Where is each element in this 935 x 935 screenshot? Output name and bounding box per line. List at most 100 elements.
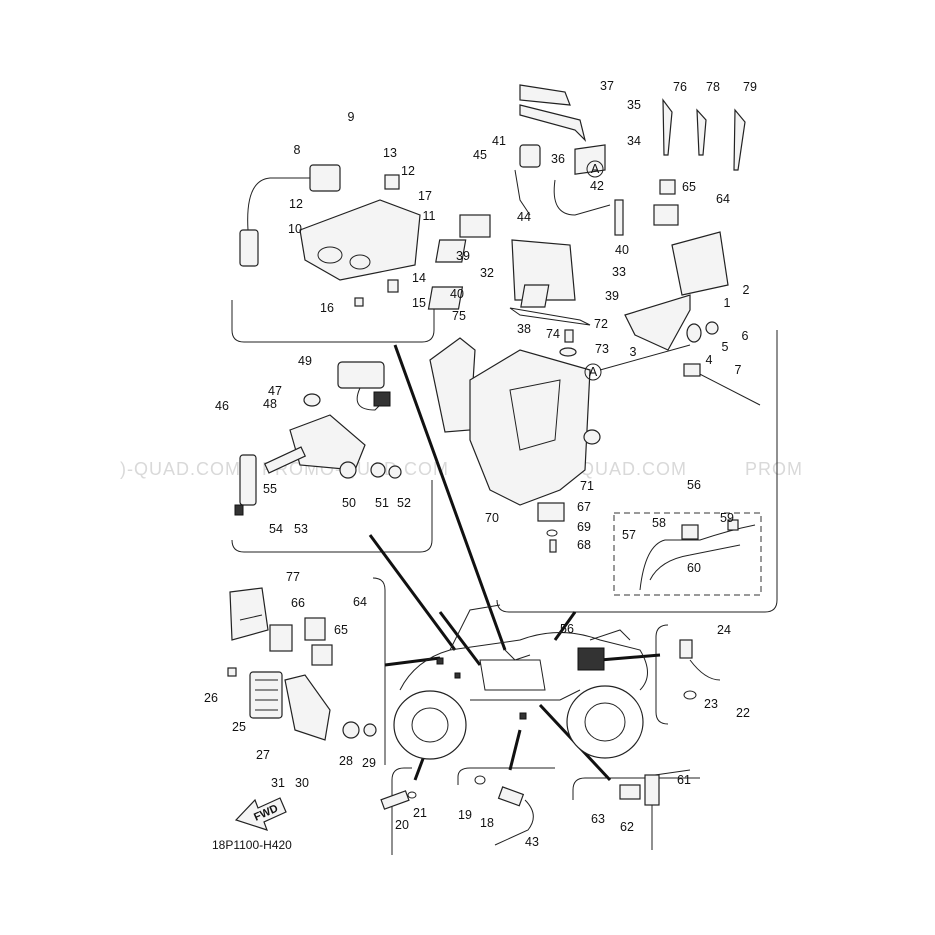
ref-circle-top bbox=[586, 160, 604, 178]
diagram-code: 18P1100-H420 bbox=[212, 838, 292, 852]
callout-74: 74 bbox=[546, 327, 560, 341]
callout-7: 7 bbox=[735, 363, 742, 377]
callout-50: 50 bbox=[342, 496, 356, 510]
fwd-arrow: FWD bbox=[234, 797, 287, 831]
callout-66: 66 bbox=[291, 596, 305, 610]
callout-67: 67 bbox=[577, 500, 591, 514]
callout-58: 58 bbox=[652, 516, 666, 530]
harness-box bbox=[613, 512, 762, 596]
callout-16: 16 bbox=[320, 301, 334, 315]
callout-64: 64 bbox=[353, 595, 367, 609]
callout-11: 11 bbox=[423, 209, 436, 223]
callout-6: 6 bbox=[742, 329, 749, 343]
callout-21: 21 bbox=[413, 806, 427, 820]
callout-35: 35 bbox=[627, 98, 641, 112]
ignition-coil-group bbox=[239, 164, 421, 307]
callout-40: 40 bbox=[615, 243, 629, 257]
callout-38: 38 bbox=[517, 322, 531, 336]
callout-30: 30 bbox=[295, 776, 309, 790]
callout-54: 54 bbox=[269, 522, 283, 536]
callout-45: 45 bbox=[473, 148, 487, 162]
callout-31: 31 bbox=[271, 776, 285, 790]
callout-23: 23 bbox=[704, 697, 718, 711]
bottom-sensors bbox=[380, 639, 721, 850]
callout-41: 41 bbox=[492, 134, 506, 148]
callout-22: 22 bbox=[736, 706, 750, 720]
callout-1: 1 bbox=[724, 296, 731, 310]
watermark-right: PROM bbox=[745, 459, 803, 479]
callout-5: 5 bbox=[722, 340, 729, 354]
watermark: )-QUAD.COM PROMO-QUAD.COM PROMO-QUAD.COM… bbox=[120, 459, 803, 479]
callout-61: 61 bbox=[677, 773, 691, 787]
callout-57: 57 bbox=[622, 528, 636, 542]
callout-62: 62 bbox=[620, 820, 634, 834]
callout-55: 55 bbox=[263, 482, 277, 496]
callout-51: 51 bbox=[375, 496, 389, 510]
callout-68: 68 bbox=[577, 538, 591, 552]
callout-71: 71 bbox=[580, 479, 594, 493]
callout-70: 70 bbox=[485, 511, 499, 525]
callout-18: 18 bbox=[480, 816, 494, 830]
callout-34: 34 bbox=[627, 134, 641, 148]
callout-33: 33 bbox=[612, 265, 626, 279]
callout-8: 8 bbox=[294, 143, 301, 157]
callout-63: 63 bbox=[591, 812, 605, 826]
callout-28: 28 bbox=[339, 754, 353, 768]
callout-56: 56 bbox=[687, 478, 701, 492]
callout-52: 52 bbox=[397, 496, 411, 510]
callout-17: 17 bbox=[418, 189, 432, 203]
callout-14: 14 bbox=[412, 271, 426, 285]
callout-72: 72 bbox=[594, 317, 608, 331]
callout-65: 65 bbox=[682, 180, 696, 194]
callout-75: 75 bbox=[452, 309, 466, 323]
callout-19: 19 bbox=[458, 808, 472, 822]
callout-26: 26 bbox=[204, 691, 218, 705]
callout-12: 12 bbox=[401, 164, 415, 178]
main-switch-group bbox=[234, 361, 402, 516]
atv-outline bbox=[393, 604, 648, 760]
callout-27: 27 bbox=[256, 748, 270, 762]
callout-37: 37 bbox=[600, 79, 614, 93]
watermark-left: )-QUAD.COM bbox=[120, 459, 241, 479]
callout-3: 3 bbox=[630, 345, 637, 359]
callout-76: 76 bbox=[673, 80, 687, 94]
callout-labels: 1234567891011121213141516171819202122232… bbox=[204, 79, 757, 849]
callout-40: 40 bbox=[450, 287, 464, 301]
callout-20: 20 bbox=[395, 818, 409, 832]
callout-29: 29 bbox=[362, 756, 376, 770]
callout-65: 65 bbox=[334, 623, 348, 637]
callout-10: 10 bbox=[288, 222, 302, 236]
callout-39: 39 bbox=[605, 289, 619, 303]
callout-9: 9 bbox=[348, 110, 355, 124]
callout-36: 36 bbox=[551, 152, 565, 166]
ref-mark-bottom: A bbox=[589, 365, 598, 379]
callout-4: 4 bbox=[706, 353, 713, 367]
ecu-group bbox=[624, 98, 761, 406]
callout-46: 46 bbox=[215, 399, 229, 413]
callout-49: 49 bbox=[298, 354, 312, 368]
callout-44: 44 bbox=[517, 210, 531, 224]
callout-78: 78 bbox=[706, 80, 720, 94]
callout-2: 2 bbox=[743, 283, 750, 297]
callout-24: 24 bbox=[717, 623, 731, 637]
callout-13: 13 bbox=[383, 146, 397, 160]
ref-circle-bottom bbox=[584, 363, 602, 381]
callout-73: 73 bbox=[595, 342, 609, 356]
callout-60: 60 bbox=[687, 561, 701, 575]
callout-15: 15 bbox=[412, 296, 426, 310]
callout-64: 64 bbox=[716, 192, 730, 206]
callout-42: 42 bbox=[590, 179, 604, 193]
callout-43: 43 bbox=[525, 835, 539, 849]
callout-39: 39 bbox=[456, 249, 470, 263]
callout-32: 32 bbox=[480, 266, 494, 280]
section-outlines bbox=[231, 300, 778, 855]
battery-box-group: A A bbox=[427, 84, 691, 553]
callout-79: 79 bbox=[743, 80, 757, 94]
callout-12: 12 bbox=[289, 197, 303, 211]
callout-47: 47 bbox=[268, 384, 282, 398]
rectifier-group bbox=[227, 587, 377, 741]
callout-69: 69 bbox=[577, 520, 591, 534]
ref-mark-top: A bbox=[591, 162, 600, 176]
callout-77: 77 bbox=[286, 570, 300, 584]
